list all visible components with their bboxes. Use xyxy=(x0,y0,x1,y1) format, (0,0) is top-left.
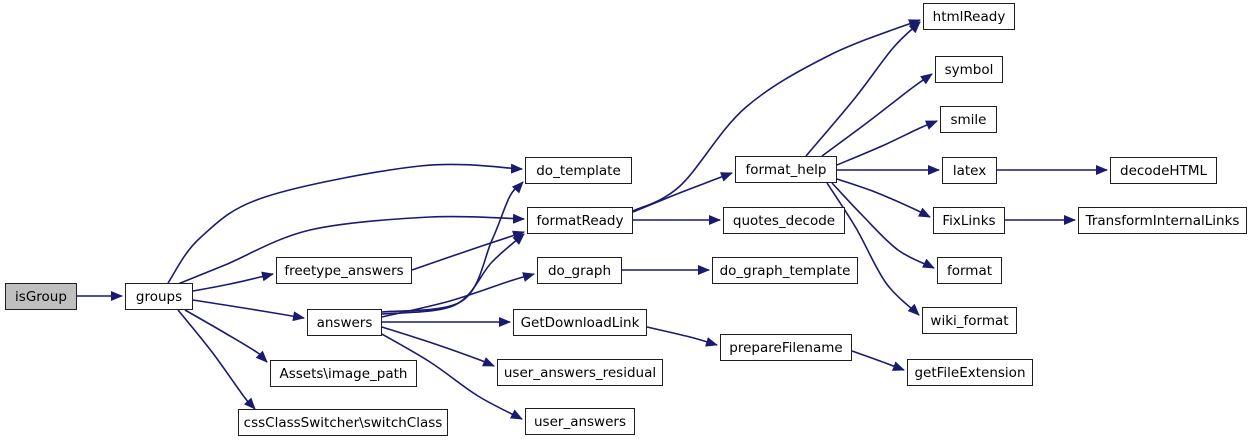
edges-group xyxy=(77,19,1108,420)
edge-format_help-to-htmlReady xyxy=(805,21,921,157)
node-FixLinks[interactable]: FixLinks xyxy=(933,207,1005,234)
node-do_template[interactable]: do_template xyxy=(525,157,632,184)
node-format[interactable]: format xyxy=(937,257,1002,284)
edge-groups-to-image_path xyxy=(184,309,268,363)
node-groups[interactable]: groups xyxy=(125,283,193,310)
edge-groups-to-answers xyxy=(192,299,305,322)
node-getFileExtension[interactable]: getFileExtension xyxy=(907,359,1033,386)
edge-format_help-to-FixLinks xyxy=(836,178,931,218)
node-switchClass[interactable]: cssClassSwitcher\switchClass xyxy=(238,409,448,436)
edge-format_help-to-wiki_format xyxy=(826,182,920,316)
edge-GetDownloadLink-to-prepareFilename xyxy=(646,326,718,347)
edge-prepareFilename-to-getFileExtension xyxy=(851,350,905,371)
edge-answers-to-do_graph xyxy=(381,272,535,318)
node-do_graph[interactable]: do_graph xyxy=(537,257,622,284)
edge-answers-to-do_template xyxy=(381,181,524,313)
edge-formatReady-to-format_help xyxy=(632,172,733,213)
edge-answers-to-user_answers xyxy=(379,332,523,420)
node-user_answers_residual[interactable]: user_answers_residual xyxy=(497,359,663,386)
node-answers[interactable]: answers xyxy=(307,309,382,336)
edge-answers-to-formatReady xyxy=(381,233,525,315)
node-smile[interactable]: smile xyxy=(940,106,997,133)
edge-format_help-to-smile xyxy=(836,120,938,166)
node-wiki_format[interactable]: wiki_format xyxy=(922,307,1017,334)
edge-formatReady-to-htmlReady xyxy=(632,19,921,212)
node-symbol[interactable]: symbol xyxy=(935,56,1003,83)
node-freetype_answers[interactable]: freetype_answers xyxy=(276,257,412,284)
edge-groups-to-switchClass xyxy=(177,309,256,410)
node-latex[interactable]: latex xyxy=(942,157,997,184)
edge-groups-to-do_template xyxy=(167,163,523,284)
edge-groups-to-freetype_answers xyxy=(192,271,274,292)
node-decodeHTML[interactable]: decodeHTML xyxy=(1110,157,1217,184)
node-TransformInternalLinks[interactable]: TransformInternalLinks xyxy=(1078,207,1247,234)
node-do_graph_template[interactable]: do_graph_template xyxy=(712,257,858,284)
node-isGroup: isGroup xyxy=(5,283,77,310)
node-format_help[interactable]: format_help xyxy=(735,156,837,183)
edge-freetype_answers-to-formatReady xyxy=(411,230,525,271)
edge-format_help-to-symbol xyxy=(821,73,933,157)
node-quotes_decode[interactable]: quotes_decode xyxy=(723,207,845,234)
edge-format_help-to-format xyxy=(831,182,935,269)
node-image_path[interactable]: Assets\image_path xyxy=(270,360,417,387)
node-GetDownloadLink[interactable]: GetDownloadLink xyxy=(513,309,647,336)
node-user_answers[interactable]: user_answers xyxy=(525,408,635,435)
node-prepareFilename[interactable]: prepareFilename xyxy=(720,334,852,361)
edge-answers-to-user_answers_residual xyxy=(381,326,495,367)
edge-groups-to-formatReady xyxy=(177,213,525,285)
node-formatReady[interactable]: formatReady xyxy=(527,207,633,234)
node-htmlReady[interactable]: htmlReady xyxy=(923,3,1015,30)
